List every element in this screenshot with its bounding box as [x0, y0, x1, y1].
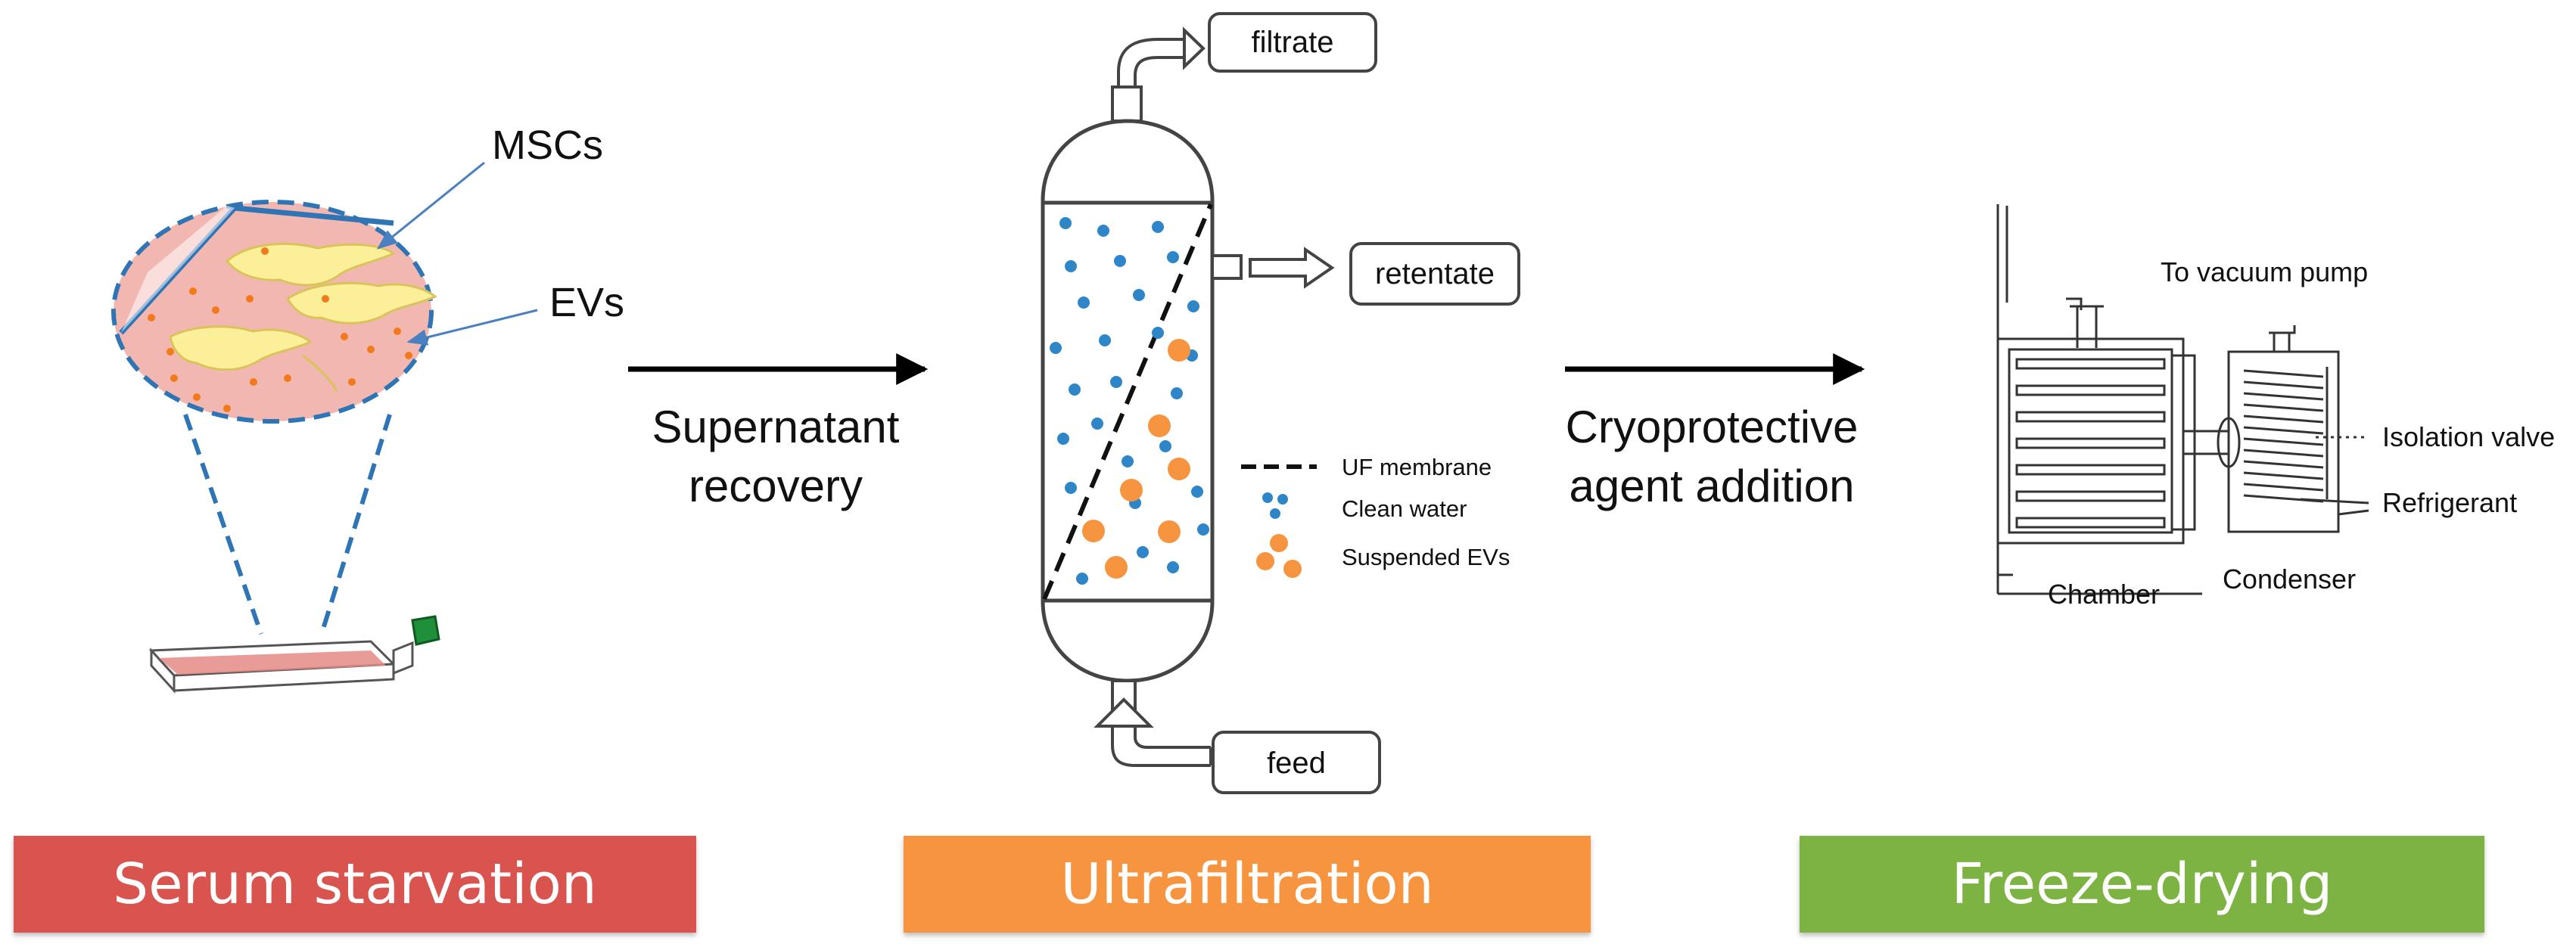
condenser-label: Condenser: [2223, 564, 2356, 595]
legend-water-label: Clean water: [1342, 495, 1467, 522]
stage-serum-starvation: Serum starvation: [14, 836, 696, 933]
clean-water-dots: [1050, 217, 1209, 585]
culture-flask: [148, 615, 440, 694]
msc-label: MSCs: [492, 123, 603, 168]
ev-label: EVs: [549, 280, 624, 325]
stage-freeze-drying-label: Freeze-drying: [1951, 852, 2333, 917]
retentate-label: retentate: [1375, 257, 1495, 290]
stage-ultrafiltration-label: Ultrafiltration: [1060, 852, 1434, 917]
chamber-label: Chamber: [2048, 579, 2160, 610]
feed-pipe: [1111, 715, 1211, 767]
filtrate-pipe: [1117, 38, 1184, 121]
shelves: [2015, 358, 2166, 529]
zoom-line-left: [183, 414, 263, 635]
ev-pointer: [406, 309, 538, 346]
step1-line2: recovery: [689, 461, 863, 511]
uf-membrane: [1042, 203, 1213, 601]
freeze-dryer: [1996, 204, 2369, 595]
cell-culture-illustration: MSCs EVs: [111, 123, 624, 694]
legend-ev-label: Suspended EVs: [1342, 544, 1510, 570]
retentate-arrow: [1249, 247, 1335, 289]
feed-label: feed: [1267, 747, 1326, 780]
ev-dots: [148, 247, 412, 412]
legend-ev-swatch: [1256, 534, 1302, 578]
step1-line1: Supernatant: [652, 402, 900, 452]
legend-water-swatch: [1262, 492, 1288, 519]
uf-legend: UF membrane Clean water Suspended EVs: [1241, 454, 1510, 578]
filtrate-box: [1208, 12, 1377, 73]
stage-serum-starvation-label: Serum starvation: [113, 852, 597, 917]
filtrate-label: filtrate: [1252, 26, 1334, 59]
valve-label: Isolation valve: [2382, 421, 2555, 452]
refrigerant-label: Refrigerant: [2382, 487, 2517, 518]
vacuum-label: To vacuum pump: [2161, 256, 2368, 287]
step2-line2: agent addition: [1570, 461, 1855, 511]
condenser-coils: [2243, 369, 2324, 503]
condenser: [2227, 350, 2340, 533]
feed-box: [1212, 731, 1381, 794]
step2-line1: Cryoprotective: [1566, 402, 1859, 452]
chamber: [1996, 337, 2185, 545]
stage-ultrafiltration: Ultrafiltration: [904, 836, 1591, 933]
msc-cells: [169, 242, 437, 393]
suspended-ev-dots: [1082, 339, 1190, 579]
legend-membrane-label: UF membrane: [1342, 454, 1492, 480]
stage-freeze-drying: Freeze-drying: [1800, 836, 2484, 933]
zoom-line-right: [319, 414, 392, 635]
ultrafiltration-module: filtrate retentate feed: [1041, 12, 1520, 794]
msc-pointer: [376, 161, 485, 250]
retentate-box: [1349, 242, 1520, 306]
